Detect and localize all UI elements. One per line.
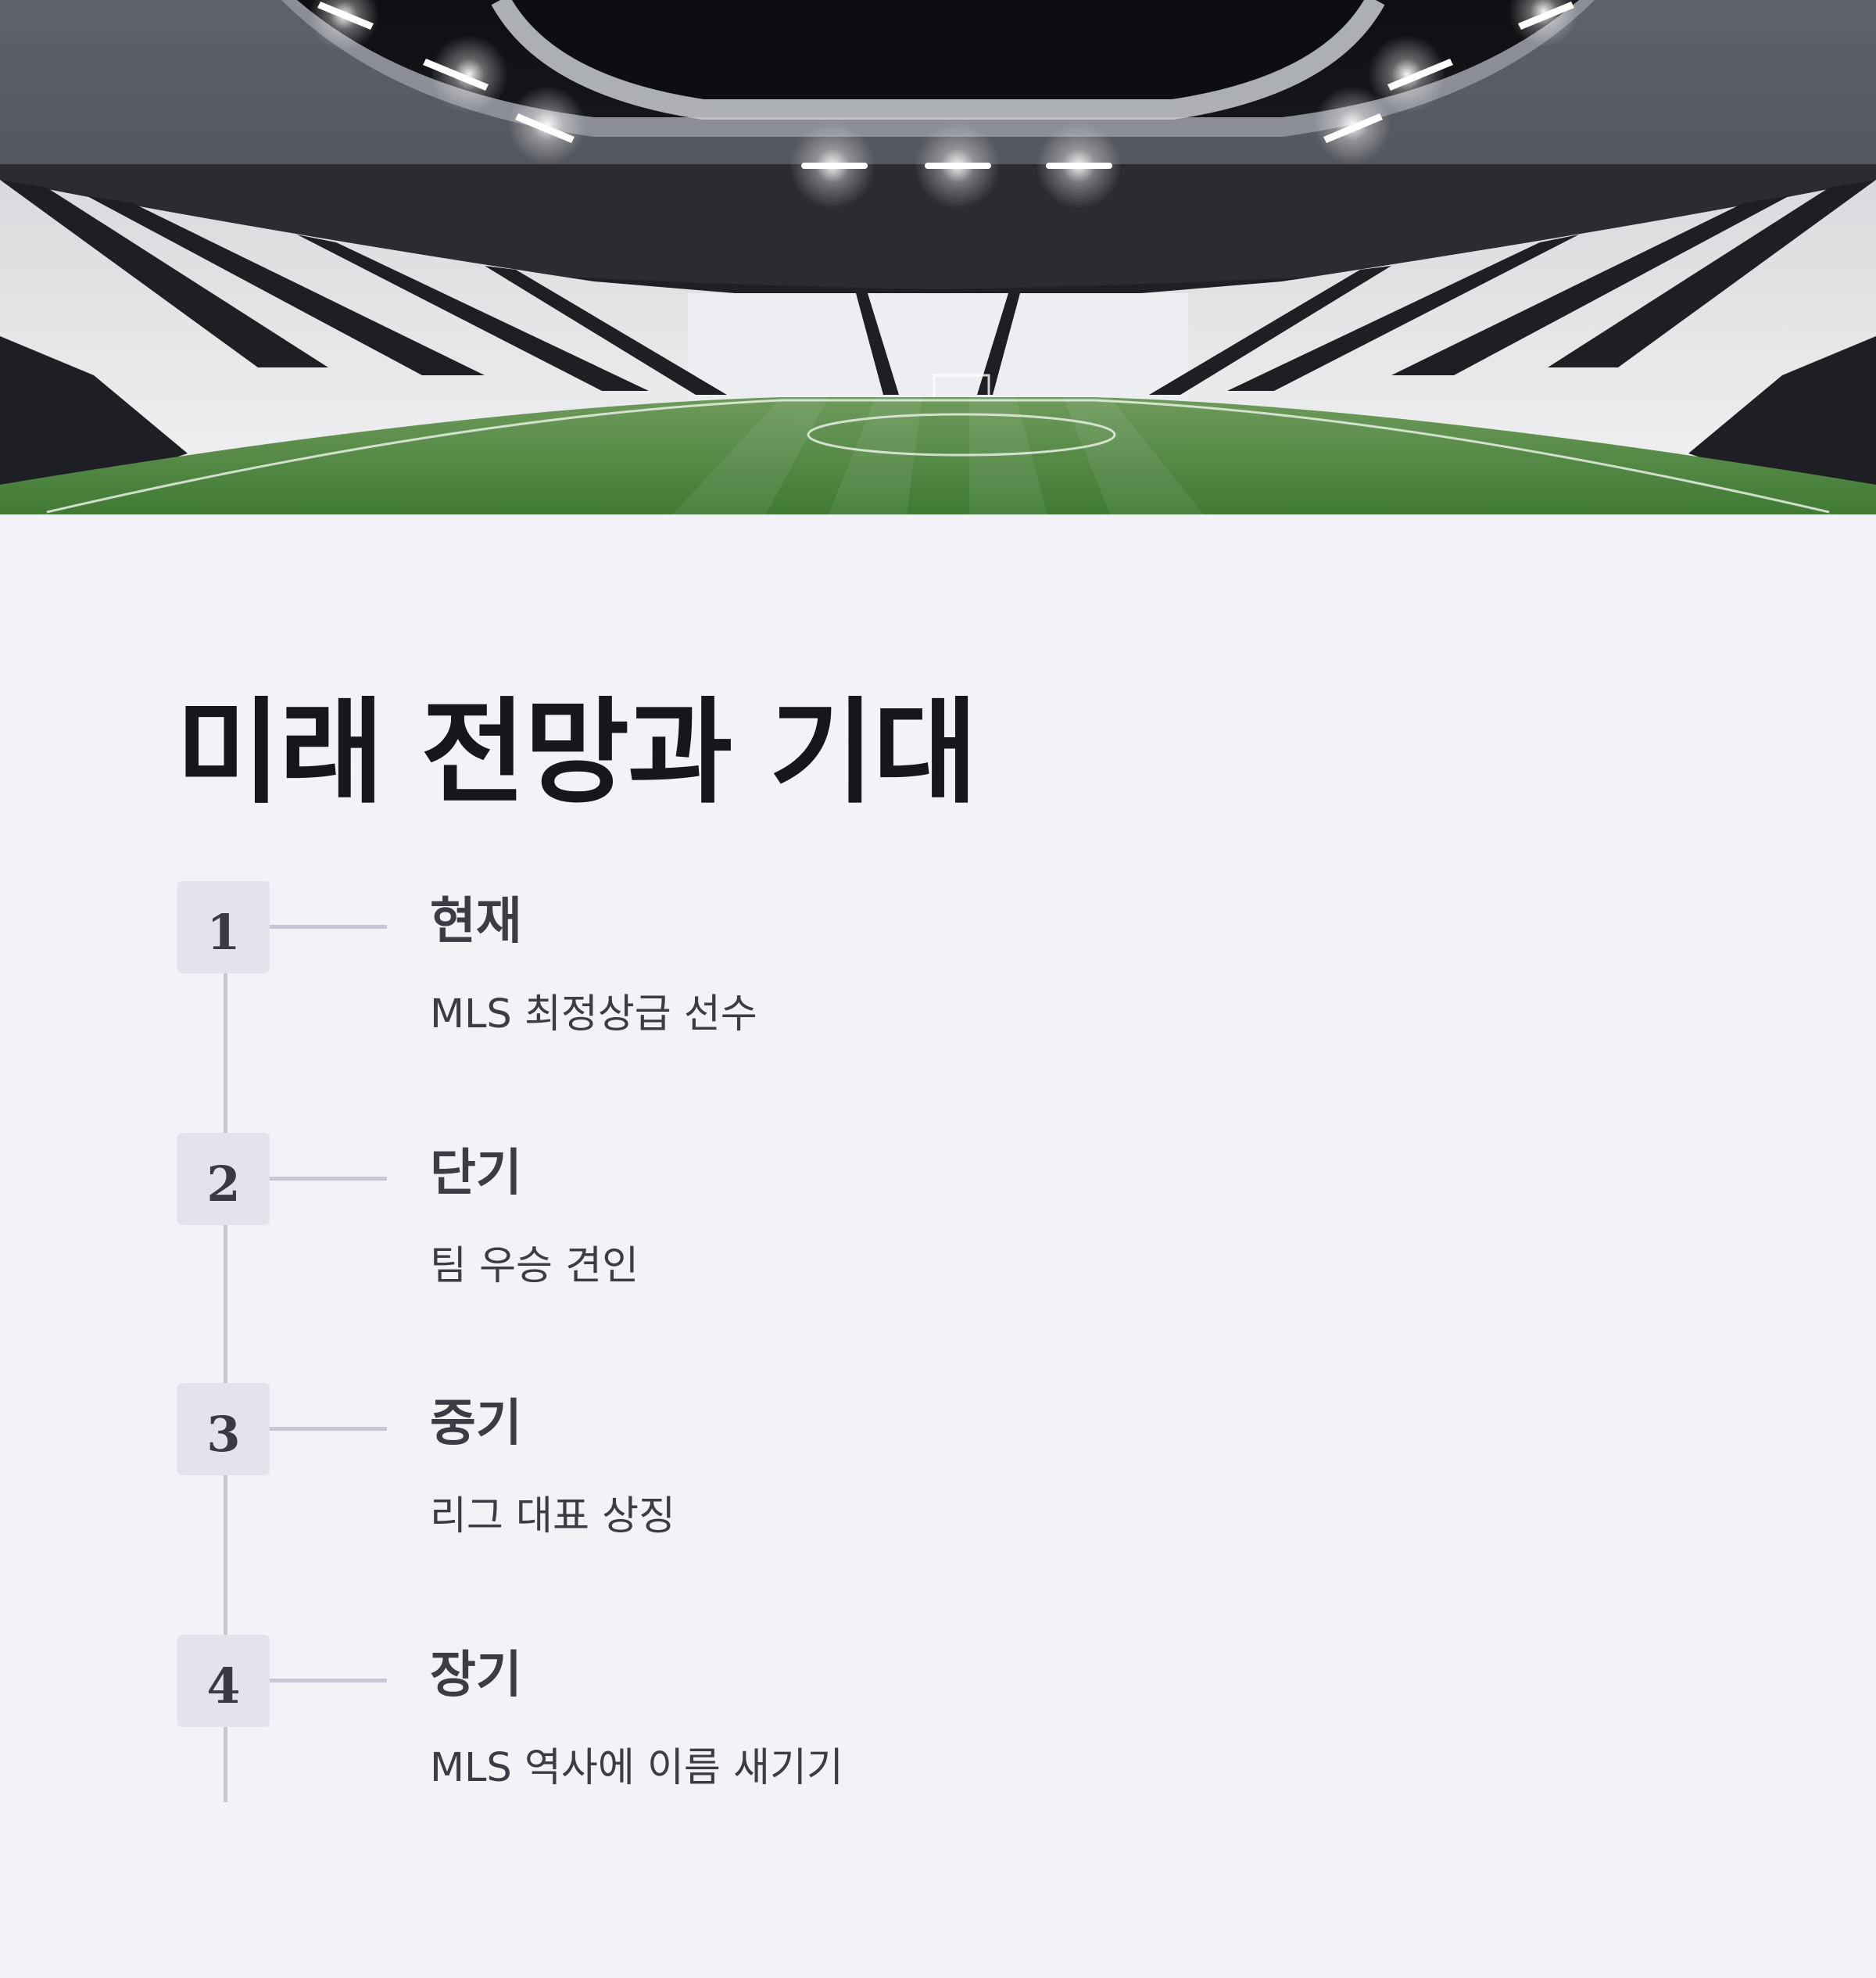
step-number-badge: 2 xyxy=(177,1133,270,1225)
timeline-step-4: 4 장기 MLS 역사에 이름 새기기 xyxy=(0,1635,1876,1885)
step-number-badge: 3 xyxy=(177,1383,270,1475)
timeline-step-3: 3 중기 리그 대표 상징 xyxy=(0,1383,1876,1633)
step-connector xyxy=(270,1427,387,1431)
step-description: MLS 역사에 이름 새기기 xyxy=(430,1745,843,1791)
step-connector xyxy=(270,1177,387,1181)
timeline-step-2: 2 단기 팀 우승 견인 xyxy=(0,1133,1876,1383)
timeline-step-1: 1 현재 MLS 최정상급 선수 xyxy=(0,881,1876,1131)
step-number-badge: 1 xyxy=(177,881,270,973)
step-title: 현재 xyxy=(430,893,522,951)
hero-stadium-image xyxy=(0,0,1876,514)
step-description: 리그 대표 상징 xyxy=(430,1493,675,1539)
step-title: 중기 xyxy=(430,1395,522,1453)
step-connector xyxy=(270,925,387,929)
timeline-vertical-line xyxy=(224,938,227,1802)
page-title: 미래 전망과 기대 xyxy=(176,686,978,819)
step-title: 장기 xyxy=(430,1647,522,1704)
step-title: 단기 xyxy=(430,1145,522,1202)
step-description: 팀 우승 견인 xyxy=(430,1243,639,1289)
step-number-badge: 4 xyxy=(177,1635,270,1727)
step-connector xyxy=(270,1679,387,1682)
step-description: MLS 최정상급 선수 xyxy=(430,991,757,1037)
